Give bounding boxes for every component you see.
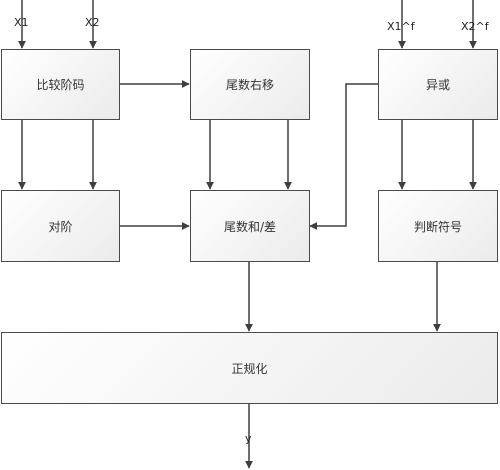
block-mantissa-shift-label: 尾数右移: [225, 78, 274, 92]
arrow-xor-to-sum: [309, 83, 378, 230]
block-mantissa-shift: 尾数右移: [190, 49, 310, 120]
block-sign-decision-label: 判断符号: [413, 219, 462, 234]
input-label-x1f: X1^f: [387, 20, 415, 33]
block-mantissa-sum-diff: 尾数和/差: [190, 190, 310, 262]
block-xor: 异或: [378, 49, 498, 120]
block-compare-exponent-label: 比较阶码: [36, 78, 85, 92]
block-sign-decision: 判断符号: [378, 190, 498, 262]
block-xor-label: 异或: [425, 78, 450, 92]
input-label-x2: X2: [85, 16, 100, 29]
block-mantissa-sum-diff-label: 尾数和/差: [223, 219, 277, 234]
output-label-y: y: [245, 432, 252, 445]
input-label-x2f: X2^f: [461, 20, 489, 33]
block-align-exponent: 对阶: [1, 190, 120, 262]
block-normalize-label: 正规化: [231, 361, 268, 376]
block-align-exponent-label: 对阶: [48, 219, 73, 234]
input-label-x1: X1: [14, 16, 29, 29]
block-compare-exponent: 比较阶码: [1, 49, 120, 120]
block-normalize: 正规化: [1, 332, 498, 404]
